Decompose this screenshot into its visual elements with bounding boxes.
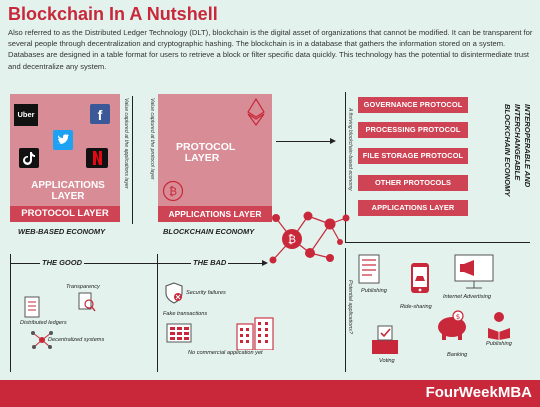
publishing-icon [358,254,380,284]
brand-logo: FourWeekMBA [425,384,532,401]
blockchain-protocol-layer: PROTOCOL LAYER [176,141,236,164]
governance-protocol: GOVERNANCE PROTOCOL [358,97,468,113]
internet-advertising-icon [454,254,494,290]
interop-left-border [345,92,346,242]
svg-text:$: $ [456,313,460,321]
the-good-label: THE GOOD [40,258,85,267]
transparency-icon [78,292,96,312]
interop-applications-layer: APPLICATIONS LAYER [358,200,468,216]
ethereum-icon [246,97,266,127]
bitcoin-icon: ₿ [162,180,184,202]
ride-sharing-label: Ride-sharing [400,304,432,310]
publishing-label-1: Publishing [361,288,387,294]
interop-vertical-label: INTEROPERABLE AND INTERCHANGEABLE BLOCKC… [503,104,532,197]
distributed-ledgers-icon [24,296,40,318]
apps-left-border [345,248,346,372]
tiktok-icon [19,148,39,168]
blockchain-network-graphic: ₿ [268,208,352,270]
publishing-reader-icon [484,310,514,340]
uber-icon: Uber [14,104,38,126]
interop-side-note: A thriving blockchain-based economy [347,108,353,191]
security-failures-icon [164,282,184,304]
no-commercial-label: No commercial application yet [188,350,263,356]
internet-advertising-label: Internet Advertising [443,294,491,300]
web-protocol-layer-bar: PROTOCOL LAYER [10,206,120,222]
buildings-icon [235,316,275,351]
blockchain-economy-label: BLOCKCHAIN ECONOMY [163,227,255,236]
voting-label: Voting [379,358,395,364]
decentralized-systems-label: Decentralized systems [48,337,105,343]
file-storage-protocol: FILE STORAGE PROTOCOL [358,148,468,164]
fake-transactions-label: Fake transactions [163,311,208,317]
blockchain-applications-layer-bar: APPLICATIONS LAYER [158,206,272,222]
blockchain-side-note: Value captured at the protocol layer [149,98,155,180]
banking-icon: $ [436,310,470,340]
decentralized-systems-icon [30,330,54,350]
transparency-label: Transparency [66,284,100,290]
ride-sharing-icon [409,262,431,294]
good-bad-top-line [10,263,264,264]
processing-protocol: PROCESSING PROTOCOL [358,122,468,138]
publishing-label-2: Publishing [486,341,512,347]
interop-bottom-border [345,242,530,243]
good-bad-arrow-head [262,260,268,266]
good-bad-center-divider [157,254,158,372]
web-divider [132,96,133,224]
fake-transactions-icon [166,322,192,344]
intro-paragraph: Also referred to as the Distributed Ledg… [8,28,533,71]
security-failures-label: Security failures [186,290,226,296]
page-title: Blockchain In A Nutshell [8,4,218,24]
facebook-icon: f [90,104,110,124]
other-protocols: OTHER PROTOCOLS [358,175,468,191]
the-bad-label: THE BAD [191,258,229,267]
netflix-icon [86,148,108,168]
voting-icon [370,322,400,356]
banking-label: Banking [447,352,468,358]
svg-text:₿: ₿ [169,185,177,198]
svg-text:₿: ₿ [288,233,296,246]
apps-side-note: Potential applications? [347,280,353,334]
distributed-ledgers-label: Distributed ledgers [20,320,67,326]
web-side-note: Value captured at the applications layer [123,98,129,189]
arrow-head [330,138,336,144]
web-applications-layer: APPLICATIONS LAYER [31,180,105,202]
web-economy-label: WEB-BASED ECONOMY [18,227,106,236]
footer-bar: FourWeekMBA [0,380,540,407]
arrow-line [276,141,332,142]
twitter-icon [53,130,73,150]
good-bad-left-border [10,254,11,372]
